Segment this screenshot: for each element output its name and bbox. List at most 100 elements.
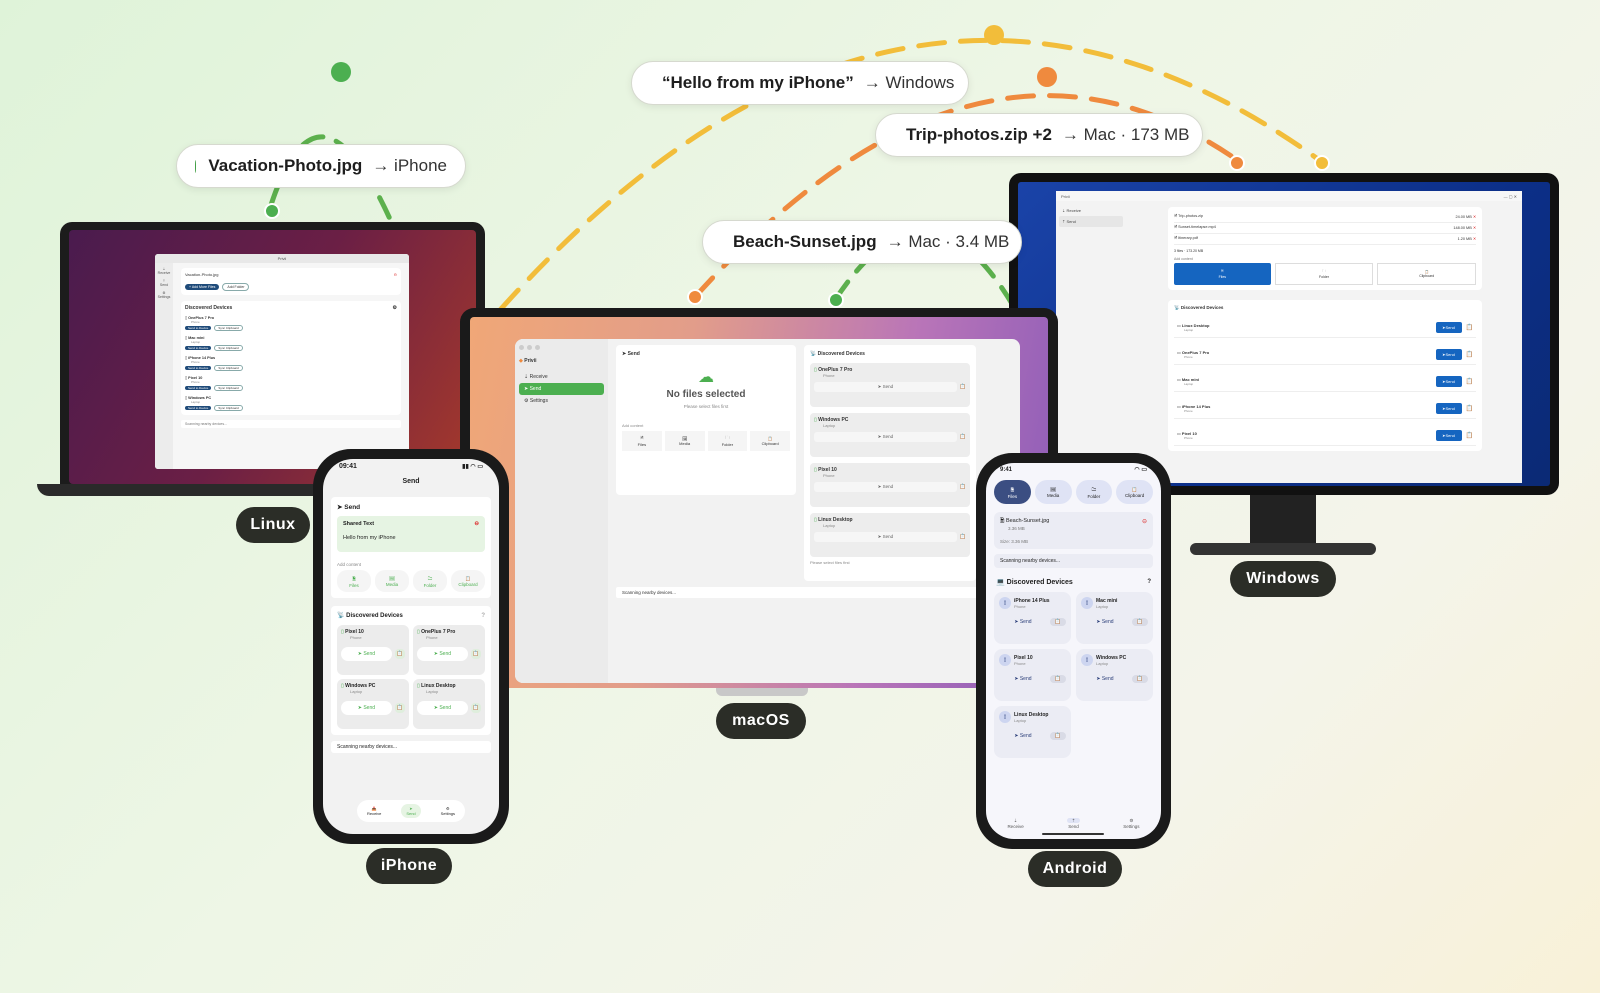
remove-icon[interactable]: ✕ (1472, 215, 1476, 219)
clipboard-icon[interactable]: 📋 (1465, 406, 1473, 412)
windows-summary: 3 files · 173.20 MB (1174, 249, 1204, 253)
send-to-device-button[interactable]: Send to Device (185, 366, 212, 370)
mac-files-button[interactable]: 🗎Files (622, 431, 662, 451)
iphone-tab-settings[interactable]: ⚙Settings (440, 806, 456, 816)
linux-nav-settings[interactable]: ⚙Settings (157, 291, 171, 299)
send-button[interactable]: ➤ Send (1435, 403, 1462, 414)
clipboard-icon[interactable]: 📋 (1049, 675, 1066, 683)
send-button[interactable]: ➤ Send (417, 647, 468, 661)
iphone-folder-button[interactable]: 🗀Folder (413, 570, 447, 592)
clipboard-icon[interactable]: 📋 (470, 703, 481, 713)
clipboard-icon[interactable]: 📋 (394, 703, 405, 713)
mac-clipboard-button[interactable]: 📋Clipboard (750, 431, 790, 451)
iphone-files-button[interactable]: 🗎Files (337, 570, 371, 592)
remove-icon[interactable]: ⊖ (474, 521, 479, 527)
mac-app-window: ◆ Privii ⇣ Receive ➤ Send ⚙ Settings ➤ S… (515, 339, 1020, 683)
device-icon: ▭ (1177, 350, 1181, 355)
mac-nav-receive[interactable]: ⇣ Receive (524, 374, 548, 380)
linux-nav-send[interactable]: ⇡Send (159, 279, 169, 287)
send-button[interactable]: ➤ Send (341, 647, 392, 661)
window-controls[interactable]: — ▢ ✕ (1503, 193, 1517, 199)
clipboard-icon[interactable]: 📋 (1049, 618, 1066, 626)
gear-icon: ⚙ (1129, 818, 1134, 823)
android-nav-settings[interactable]: ⚙Settings (1123, 818, 1140, 829)
clipboard-icon[interactable]: 📋 (959, 384, 966, 390)
clipboard-icon[interactable]: 📋 (959, 534, 966, 540)
android-size-line: Size: 3.36 MB (1000, 539, 1029, 544)
send-button[interactable]: ➤ Send (814, 532, 957, 542)
send-button[interactable]: ➤ Send (814, 482, 957, 492)
mac-folder-button[interactable]: 🗀Folder (707, 431, 748, 451)
iphone-media-button[interactable]: 🖼Media (375, 570, 409, 592)
transfer-pill-vacation-photo: Vacation-Photo.jpg → iPhone (176, 144, 466, 188)
send-button[interactable]: ➤ Send (1014, 619, 1032, 625)
mac-screen: ◆ Privii ⇣ Receive ➤ Send ⚙ Settings ➤ S… (470, 317, 1048, 688)
windows-nav-send[interactable]: ⇡ Send (1059, 216, 1123, 227)
send-button[interactable]: ➤ Send (1096, 676, 1114, 682)
mac-media-button[interactable]: 🖼Media (664, 431, 705, 451)
send-to-device-button[interactable]: Send to Device (185, 346, 212, 350)
android-nav-receive[interactable]: ⇣Receive (1007, 818, 1024, 829)
clipboard-icon[interactable]: 📋 (1131, 618, 1148, 626)
windows-files-button[interactable]: 🗎Files (1174, 263, 1271, 285)
clipboard-icon[interactable]: 📋 (394, 649, 405, 659)
sync-clipboard-button[interactable]: Sync Clipboard (214, 325, 243, 331)
windows-nav-receive[interactable]: ⇣ Receive (1062, 208, 1081, 213)
clipboard-icon[interactable]: 📋 (1465, 352, 1473, 358)
send-to-device-button[interactable]: Send to Device (185, 386, 212, 390)
send-button[interactable]: ➤ Send (814, 382, 957, 392)
android-media-button[interactable]: 🖼Media (1034, 480, 1072, 504)
send-button[interactable]: ➤ Send (1096, 619, 1114, 625)
android-files-button[interactable]: 🗎Files (994, 480, 1031, 504)
send-button[interactable]: ➤ Send (1435, 376, 1462, 387)
send-button[interactable]: ➤ Send (1014, 676, 1032, 682)
clipboard-icon[interactable]: 📋 (1049, 732, 1066, 740)
sync-clipboard-button[interactable]: Sync Clipboard (214, 365, 243, 371)
android-nav-send[interactable]: ⇡Send (1066, 818, 1081, 829)
clipboard-icon[interactable]: 📋 (1465, 433, 1473, 439)
send-button[interactable]: ➤ Send (1014, 733, 1032, 739)
mac-scanning: Scanning nearby devices... (616, 587, 978, 598)
send-to-device-button[interactable]: Send to Device (185, 326, 212, 330)
linux-add-folder-button[interactable]: Add Folder (222, 283, 250, 291)
clipboard-icon[interactable]: 📋 (959, 434, 966, 440)
clipboard-icon[interactable]: 📋 (1465, 379, 1473, 385)
send-button[interactable]: ➤ Send (1435, 322, 1462, 333)
remove-icon[interactable]: ✕ (1472, 237, 1476, 241)
android-folder-button[interactable]: 🗀Folder (1075, 480, 1113, 504)
clipboard-icon[interactable]: 📋 (470, 649, 481, 659)
windows-clipboard-button[interactable]: 📋Clipboard (1377, 263, 1477, 285)
send-button[interactable]: ➤ Send (1435, 349, 1462, 360)
clipboard-icon[interactable]: 📋 (959, 484, 966, 490)
send-button[interactable]: ➤ Send (417, 701, 468, 715)
remove-icon[interactable]: ⊖ (1141, 519, 1147, 525)
iphone-tab-send[interactable]: ➤Send (401, 804, 421, 818)
sync-clipboard-button[interactable]: Sync Clipboard (214, 345, 243, 351)
clipboard-icon[interactable]: 📋 (1465, 325, 1473, 331)
linux-add-more-button[interactable]: + Add More Files (185, 284, 220, 290)
sync-clipboard-button[interactable]: Sync Clipboard (214, 405, 243, 411)
remove-icon[interactable]: ✕ (1472, 226, 1476, 230)
iphone-device: 09:41▮▮ ◠ ▭ Send ➤ Send Shared Text⊖ Hel… (313, 449, 509, 844)
send-button[interactable]: ➤ Send (341, 701, 392, 715)
send-button[interactable]: ➤ Send (814, 432, 957, 442)
iphone-clipboard-button[interactable]: 📋Clipboard (451, 570, 485, 592)
linux-nav-receive[interactable]: ⇣Receive (157, 267, 171, 275)
mac-nav-send[interactable]: ➤ Send (519, 383, 604, 395)
send-to-device-button[interactable]: Send to Device (185, 406, 212, 410)
remove-icon[interactable]: ⊖ (393, 272, 397, 277)
mac-nav-settings[interactable]: ⚙ Settings (524, 398, 548, 404)
android-clipboard-button[interactable]: 📋Clipboard (1116, 480, 1153, 504)
windows-stand (1250, 495, 1316, 545)
sync-clipboard-button[interactable]: Sync Clipboard (214, 385, 243, 391)
windows-folder-button[interactable]: 🗀Folder (1274, 263, 1374, 285)
send-button[interactable]: ➤ Send (1435, 430, 1462, 441)
iphone-tab-receive[interactable]: 📥Receive (366, 806, 382, 816)
mac-please-select-footer: Please select files first (810, 560, 850, 565)
clipboard-icon[interactable]: 📋 (1131, 675, 1148, 683)
